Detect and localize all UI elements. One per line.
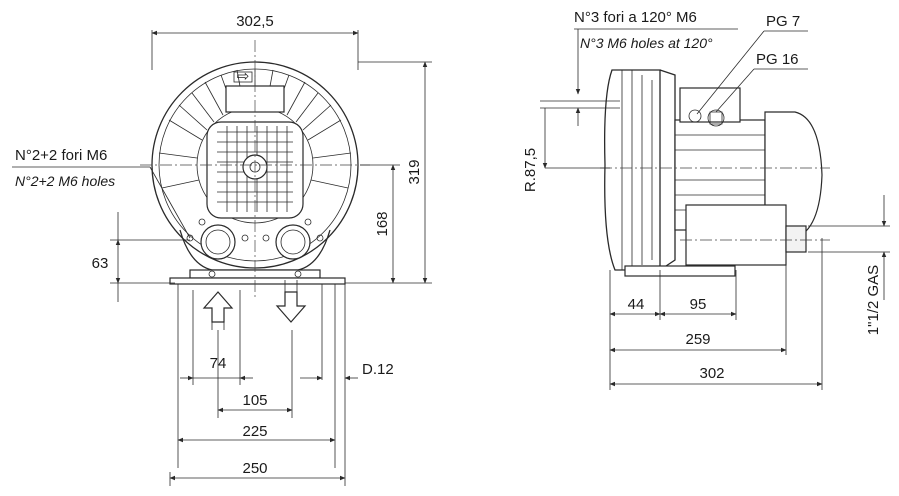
dim-hole-diameter: D.12 — [362, 361, 394, 378]
dim-radius: R.87,5 — [522, 148, 539, 192]
dim-top-width: 302,5 — [236, 13, 274, 30]
dim-ports-spacing: 74 — [210, 355, 227, 372]
side-view: N°3 fori a 120° M6 N°3 M6 holes at 120° … — [522, 9, 890, 390]
dim-axis-height: 168 — [374, 211, 391, 236]
dim-259: 259 — [685, 331, 710, 348]
dim-holes-spacing: 105 — [242, 392, 267, 409]
svg-text:⇨: ⇨ — [237, 68, 250, 85]
side-housing — [603, 69, 830, 277]
note-side-holes-it: N°3 fori a 120° M6 — [574, 9, 697, 26]
port-flange — [169, 218, 346, 285]
dim-302: 302 — [699, 365, 724, 382]
dim-total-height: 319 — [406, 159, 423, 184]
note-holes-it: N°2+2 fori M6 — [15, 147, 107, 164]
inlet-arrow-icon — [202, 291, 234, 323]
dim-foot-height: 63 — [92, 255, 109, 272]
dim-44: 44 — [628, 296, 645, 313]
label-pg16: PG 16 — [756, 51, 799, 68]
dim-95: 95 — [690, 296, 707, 313]
dim-port-thread: 1"1/2 GAS — [865, 265, 882, 335]
outlet-arrow-icon — [275, 291, 307, 323]
note-side-holes-en: N°3 M6 holes at 120° — [580, 35, 713, 51]
front-view: ⇨ — [12, 13, 432, 486]
label-pg7: PG 7 — [766, 13, 800, 30]
dim-base-width: 250 — [242, 460, 267, 477]
note-holes-en: N°2+2 M6 holes — [15, 173, 115, 189]
dim-foot-spacing: 225 — [242, 423, 267, 440]
